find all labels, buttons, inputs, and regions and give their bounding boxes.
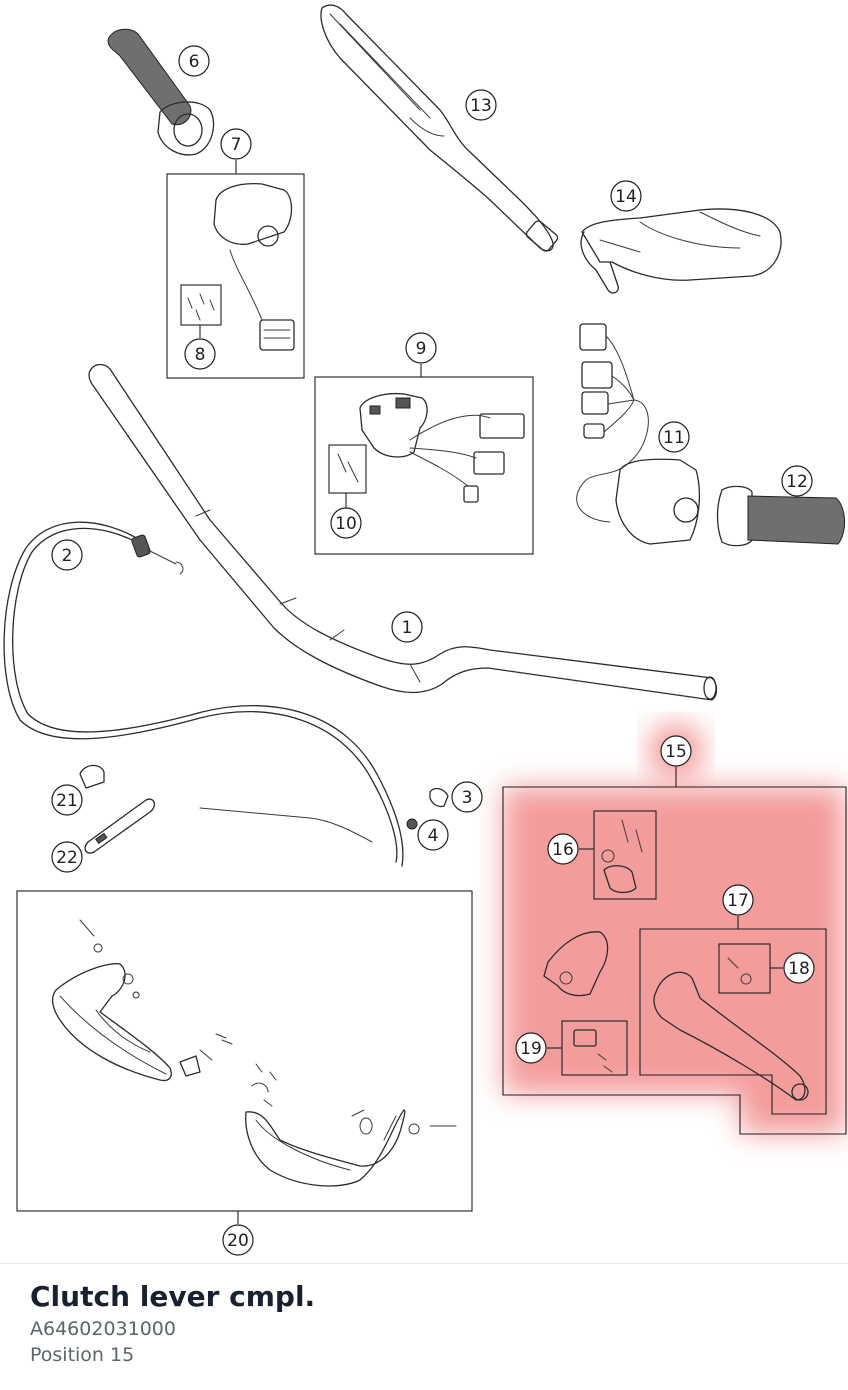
box-position-20 bbox=[16, 890, 473, 1212]
callout-circle[interactable] bbox=[405, 332, 437, 364]
part-title: Clutch lever cmpl. bbox=[30, 1280, 316, 1313]
handguard-set-part[interactable] bbox=[51, 919, 457, 1187]
box-position-17 bbox=[639, 928, 827, 1115]
handlebar-part[interactable] bbox=[88, 363, 718, 701]
callout-circle[interactable] bbox=[451, 781, 483, 813]
callout-label: 3 bbox=[462, 788, 473, 808]
strap-part-22[interactable] bbox=[84, 798, 156, 854]
callout-12[interactable]: 12 bbox=[781, 465, 813, 497]
callout-label: 15 bbox=[665, 742, 687, 762]
screws-part-8[interactable] bbox=[187, 293, 215, 321]
callout-label: 7 bbox=[231, 135, 242, 155]
callout-label: 20 bbox=[227, 1231, 249, 1251]
callout-circle[interactable] bbox=[51, 841, 83, 873]
callout-label: 22 bbox=[56, 848, 78, 868]
part-info-panel: Clutch lever cmpl. A64602031000 Position… bbox=[0, 1263, 848, 1390]
right-handguard-side-part[interactable] bbox=[580, 208, 782, 294]
callout-label: 14 bbox=[615, 187, 637, 207]
callout-6[interactable]: 6 bbox=[178, 45, 210, 77]
callout-circle[interactable] bbox=[51, 784, 83, 816]
left-switch-part[interactable] bbox=[213, 182, 295, 351]
callout-circle[interactable] bbox=[184, 338, 216, 370]
callout-9[interactable]: 9 bbox=[405, 332, 437, 364]
box-position-10 bbox=[328, 444, 367, 494]
right-handguard-top-part[interactable] bbox=[320, 4, 559, 253]
callout-circle[interactable] bbox=[391, 611, 423, 643]
callout-circle[interactable] bbox=[330, 507, 362, 539]
callout-circle[interactable] bbox=[547, 833, 579, 865]
callout-21[interactable]: 21 bbox=[51, 784, 83, 816]
callout-15[interactable]: 15 bbox=[660, 735, 692, 767]
callout-17[interactable]: 17 bbox=[722, 884, 754, 916]
callout-circle[interactable] bbox=[781, 465, 813, 497]
cable-holder-part-3[interactable] bbox=[429, 787, 449, 808]
callout-1[interactable]: 1 bbox=[391, 611, 423, 643]
throttle-cable-part[interactable] bbox=[3, 521, 404, 867]
callout-label: 9 bbox=[416, 339, 427, 359]
callout-circle[interactable] bbox=[417, 819, 449, 851]
callout-20[interactable]: 20 bbox=[222, 1224, 254, 1256]
leader-lines bbox=[199, 160, 783, 1224]
right-grip-part[interactable] bbox=[716, 485, 845, 547]
callout-circle[interactable] bbox=[515, 1032, 547, 1064]
box-position-9 bbox=[314, 376, 534, 555]
callout-label: 18 bbox=[788, 959, 810, 979]
callout-label: 4 bbox=[428, 826, 439, 846]
callout-circle[interactable] bbox=[220, 128, 252, 160]
box-position-8 bbox=[180, 284, 222, 326]
clutch-lever-parts[interactable] bbox=[543, 819, 809, 1101]
box-position-16 bbox=[593, 810, 657, 900]
callout-label: 8 bbox=[195, 345, 206, 365]
callout-label: 19 bbox=[520, 1039, 542, 1059]
callout-19[interactable]: 19 bbox=[515, 1032, 547, 1064]
callout-circle[interactable] bbox=[178, 45, 210, 77]
callout-label: 13 bbox=[470, 96, 492, 116]
callout-11[interactable]: 11 bbox=[658, 421, 690, 453]
callout-18[interactable]: 18 bbox=[783, 952, 815, 984]
clip-part-21[interactable] bbox=[79, 764, 105, 789]
callout-circle[interactable] bbox=[722, 884, 754, 916]
screws-part-10[interactable] bbox=[337, 453, 359, 483]
callout-7[interactable]: 7 bbox=[220, 128, 252, 160]
callout-3[interactable]: 3 bbox=[451, 781, 483, 813]
callout-circle[interactable] bbox=[610, 180, 642, 212]
callout-label: 6 bbox=[189, 52, 200, 72]
callout-label: 2 bbox=[62, 546, 73, 566]
right-switch-part[interactable] bbox=[359, 392, 525, 503]
switch-with-connectors-part[interactable] bbox=[576, 323, 700, 545]
left-grip-part[interactable] bbox=[107, 28, 215, 156]
callout-label: 21 bbox=[56, 791, 78, 811]
callout-circle[interactable] bbox=[783, 952, 815, 984]
callout-13[interactable]: 13 bbox=[465, 89, 497, 121]
callout-label: 17 bbox=[727, 891, 749, 911]
callout-circle[interactable] bbox=[465, 89, 497, 121]
part-position: Position 15 bbox=[30, 1344, 135, 1366]
part-number: A64602031000 bbox=[30, 1318, 176, 1340]
callout-label: 12 bbox=[786, 472, 808, 492]
callout-10[interactable]: 10 bbox=[330, 507, 362, 539]
callout-circle[interactable] bbox=[51, 539, 83, 571]
callout-label: 10 bbox=[335, 514, 357, 534]
callout-label: 11 bbox=[663, 428, 685, 448]
callout-14[interactable]: 14 bbox=[610, 180, 642, 212]
nut-part-4[interactable] bbox=[406, 818, 418, 830]
callout-16[interactable]: 16 bbox=[547, 833, 579, 865]
callout-circle[interactable] bbox=[660, 735, 692, 767]
callout-label: 1 bbox=[402, 618, 413, 638]
callout-8[interactable]: 8 bbox=[184, 338, 216, 370]
callout-2[interactable]: 2 bbox=[51, 539, 83, 571]
box-position-15 bbox=[502, 786, 847, 1135]
callout-circle[interactable] bbox=[658, 421, 690, 453]
callout-label: 16 bbox=[552, 840, 574, 860]
callout-4[interactable]: 4 bbox=[417, 819, 449, 851]
callout-circle[interactable] bbox=[222, 1224, 254, 1256]
callout-22[interactable]: 22 bbox=[51, 841, 83, 873]
